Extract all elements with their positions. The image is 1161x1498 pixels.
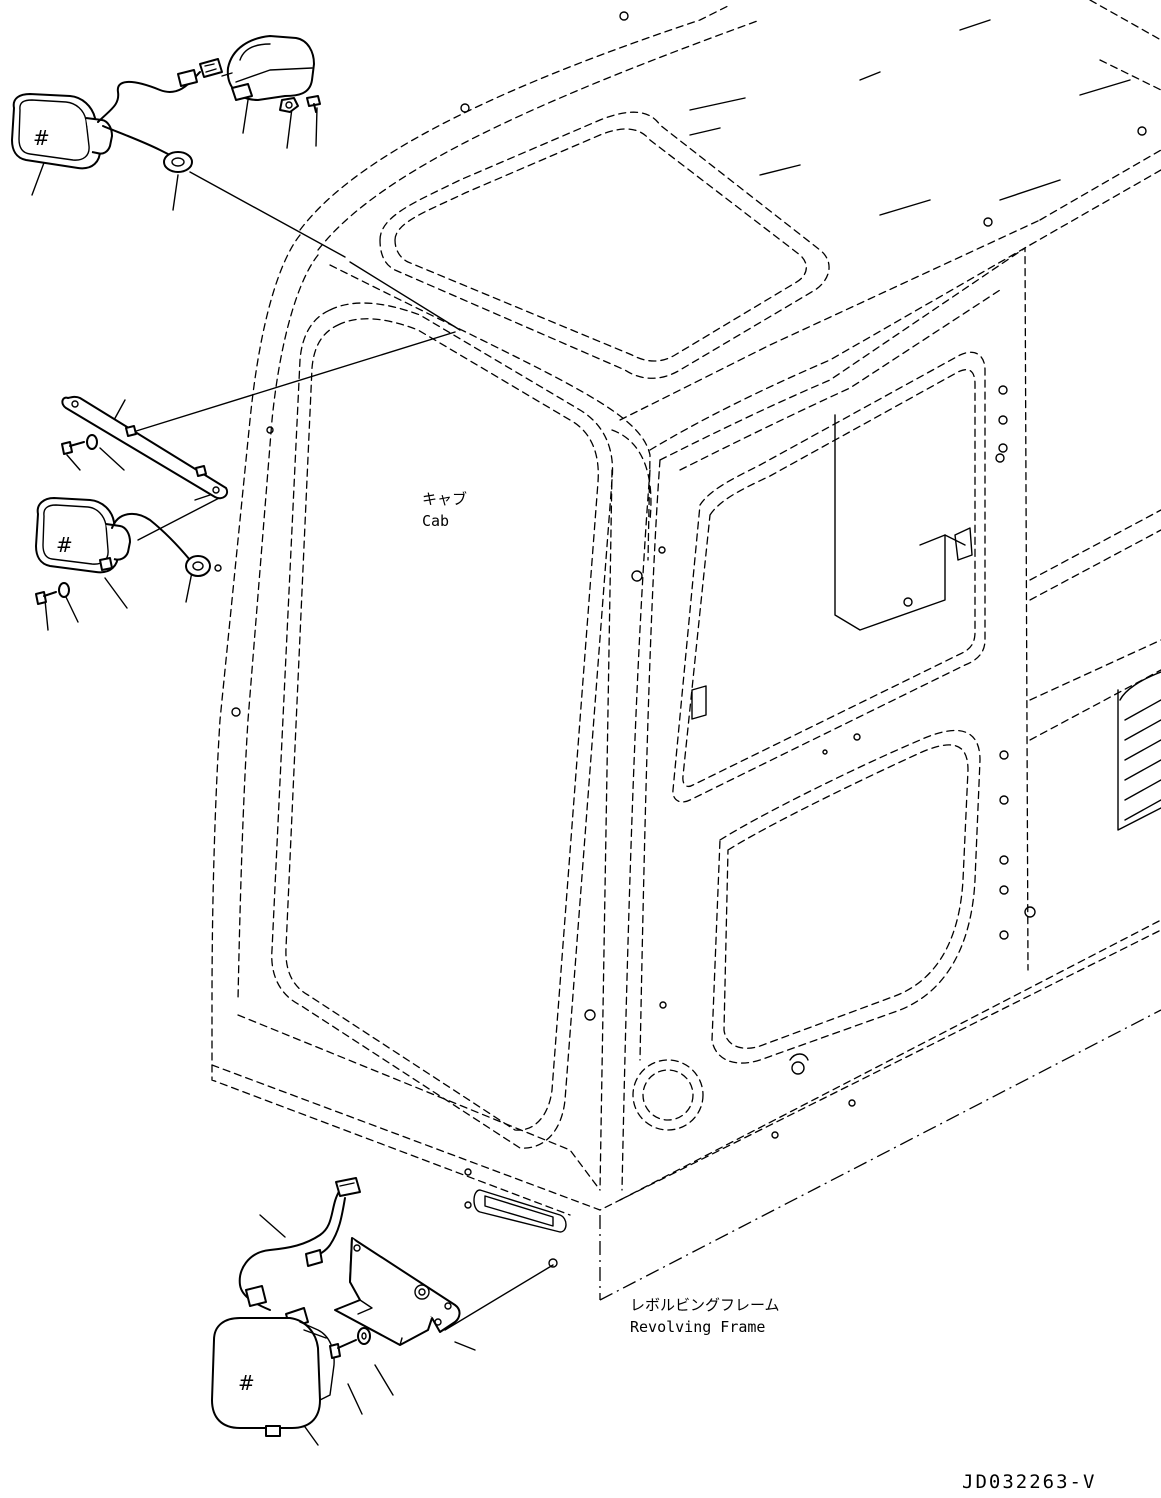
- lamp-mark-1: #: [33, 126, 50, 150]
- cab-label-jp: キャブ: [422, 490, 467, 508]
- mounting-bracket-plate: [61, 395, 228, 500]
- lamp-mark-3: #: [238, 1371, 255, 1395]
- leader-lines: [31, 99, 554, 1446]
- work-lamp-top-left: #: [11, 58, 223, 173]
- revolving-frame-label-en: Revolving Frame: [630, 1318, 765, 1336]
- work-lamp-top-right: [221, 35, 321, 113]
- cab-outline: [211, 0, 1161, 1301]
- revolving-frame-label-jp: レボルビングフレーム: [630, 1296, 780, 1314]
- lamp-mark-2: #: [56, 533, 73, 557]
- text-labels: キャブ Cab レボルビングフレーム Revolving Frame JD032…: [422, 490, 1096, 1493]
- work-lamp-middle-left: #: [35, 497, 222, 605]
- work-lamp-bottom: #: [211, 1177, 461, 1437]
- cab-label-en: Cab: [422, 512, 449, 530]
- drawing-code: JD032263-V: [962, 1471, 1096, 1493]
